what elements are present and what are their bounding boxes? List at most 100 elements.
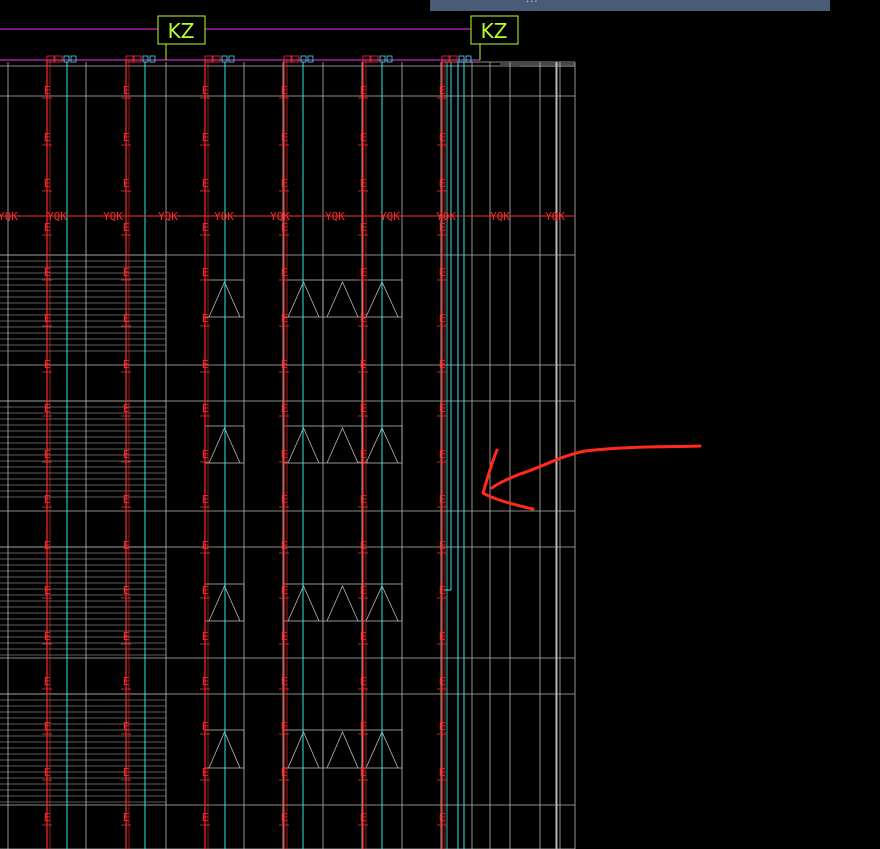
- column-tag: E: [360, 448, 367, 461]
- column-tag: E: [439, 131, 446, 144]
- column-tag: E: [281, 221, 288, 234]
- column-tag: E: [360, 720, 367, 733]
- column-tag: E: [360, 358, 367, 371]
- column-tag: E: [44, 221, 51, 234]
- axis-label: YQK: [47, 210, 67, 223]
- column-tag: E: [439, 177, 446, 190]
- column-tag: E: [123, 811, 130, 824]
- top-title-banner: ...: [430, 0, 830, 11]
- axis-label: YQK: [380, 210, 400, 223]
- column-tag: E: [281, 312, 288, 325]
- column-tag: E: [202, 266, 209, 279]
- device-box: [46, 55, 55, 63]
- column-tag: E: [281, 358, 288, 371]
- column-tag: E: [202, 84, 209, 97]
- column-tag: E: [202, 358, 209, 371]
- column-tag: E: [281, 131, 288, 144]
- column-tag: E: [44, 720, 51, 733]
- column-tag: E: [202, 493, 209, 506]
- triangle-symbol: [326, 281, 359, 318]
- column-tag: E: [202, 630, 209, 643]
- column-tag: E: [439, 675, 446, 688]
- triangle-symbol: [326, 427, 359, 464]
- column-tag: E: [439, 312, 446, 325]
- column-tag: E: [360, 675, 367, 688]
- column-tag: E: [360, 177, 367, 190]
- column-tag: E: [439, 84, 446, 97]
- column-tag: E: [123, 539, 130, 552]
- column-tag: E: [123, 358, 130, 371]
- column-tag: E: [123, 266, 130, 279]
- column-tag: E: [360, 539, 367, 552]
- triangle-box: [322, 729, 363, 769]
- kz-tag-right[interactable]: KZ: [470, 15, 519, 60]
- column-tag: E: [439, 539, 446, 552]
- triangle-box: [322, 425, 363, 464]
- column-tag: E: [281, 266, 288, 279]
- column-tag: E: [202, 312, 209, 325]
- column-tag: E: [439, 766, 446, 779]
- kz-tag-left-label: KZ: [168, 19, 195, 43]
- axis-label: YQK: [214, 210, 234, 223]
- column-tag: E: [202, 539, 209, 552]
- hand-drawn-red-arrow: [481, 444, 702, 511]
- column-tag: E: [439, 493, 446, 506]
- axis-label: YQK: [158, 210, 178, 223]
- column-tag: E: [123, 448, 130, 461]
- column-tag: E: [360, 312, 367, 325]
- top-bus-layer: [0, 28, 480, 63]
- triangle-box: [322, 583, 363, 622]
- device-box: [283, 55, 292, 63]
- column-tag: E: [360, 630, 367, 643]
- axis-label: YQK: [103, 210, 123, 223]
- column-tag: E: [439, 811, 446, 824]
- column-tag: E: [360, 131, 367, 144]
- grid-layer: [0, 61, 576, 849]
- column-tag: E: [44, 675, 51, 688]
- axis-label: YQK: [270, 210, 290, 223]
- device-box: [125, 55, 134, 63]
- banner-text: ...: [526, 0, 539, 5]
- column-tag: E: [281, 402, 288, 415]
- kz-tag-left[interactable]: KZ: [157, 15, 206, 60]
- column-tag: E: [360, 766, 367, 779]
- column-tag: E: [44, 358, 51, 371]
- column-tag: E: [44, 177, 51, 190]
- device-box: [449, 55, 458, 63]
- column-tag: E: [202, 766, 209, 779]
- device-box: [204, 55, 213, 63]
- column-tag: E: [44, 131, 51, 144]
- device-box: [54, 55, 63, 63]
- column-tag: E: [44, 312, 51, 325]
- column-tag: E: [360, 584, 367, 597]
- column-tag: E: [202, 448, 209, 461]
- device-box: [221, 55, 228, 63]
- column-tag: E: [202, 402, 209, 415]
- axis-label: YQK: [325, 210, 345, 223]
- dense-hatch-layer: [0, 254, 166, 803]
- column-tag: E: [439, 358, 446, 371]
- column-tag: E: [281, 811, 288, 824]
- triangle-symbol: [326, 585, 359, 622]
- column-tag: E: [44, 266, 51, 279]
- column-tag: E: [281, 720, 288, 733]
- column-tag: E: [44, 493, 51, 506]
- column-tag: E: [123, 584, 130, 597]
- column-tag: E: [123, 177, 130, 190]
- column-tag: E: [202, 177, 209, 190]
- column-tag: E: [123, 221, 130, 234]
- column-tag: E: [202, 675, 209, 688]
- column-tag: E: [281, 675, 288, 688]
- axis-label: YQK: [490, 210, 510, 223]
- device-box: [133, 55, 142, 63]
- column-tag: E: [202, 131, 209, 144]
- column-tag: E: [123, 312, 130, 325]
- column-tag: E: [44, 84, 51, 97]
- device-box: [291, 55, 300, 63]
- column-tag: E: [44, 539, 51, 552]
- device-box: [142, 55, 149, 63]
- column-tag: E: [202, 584, 209, 597]
- column-tag: E: [123, 402, 130, 415]
